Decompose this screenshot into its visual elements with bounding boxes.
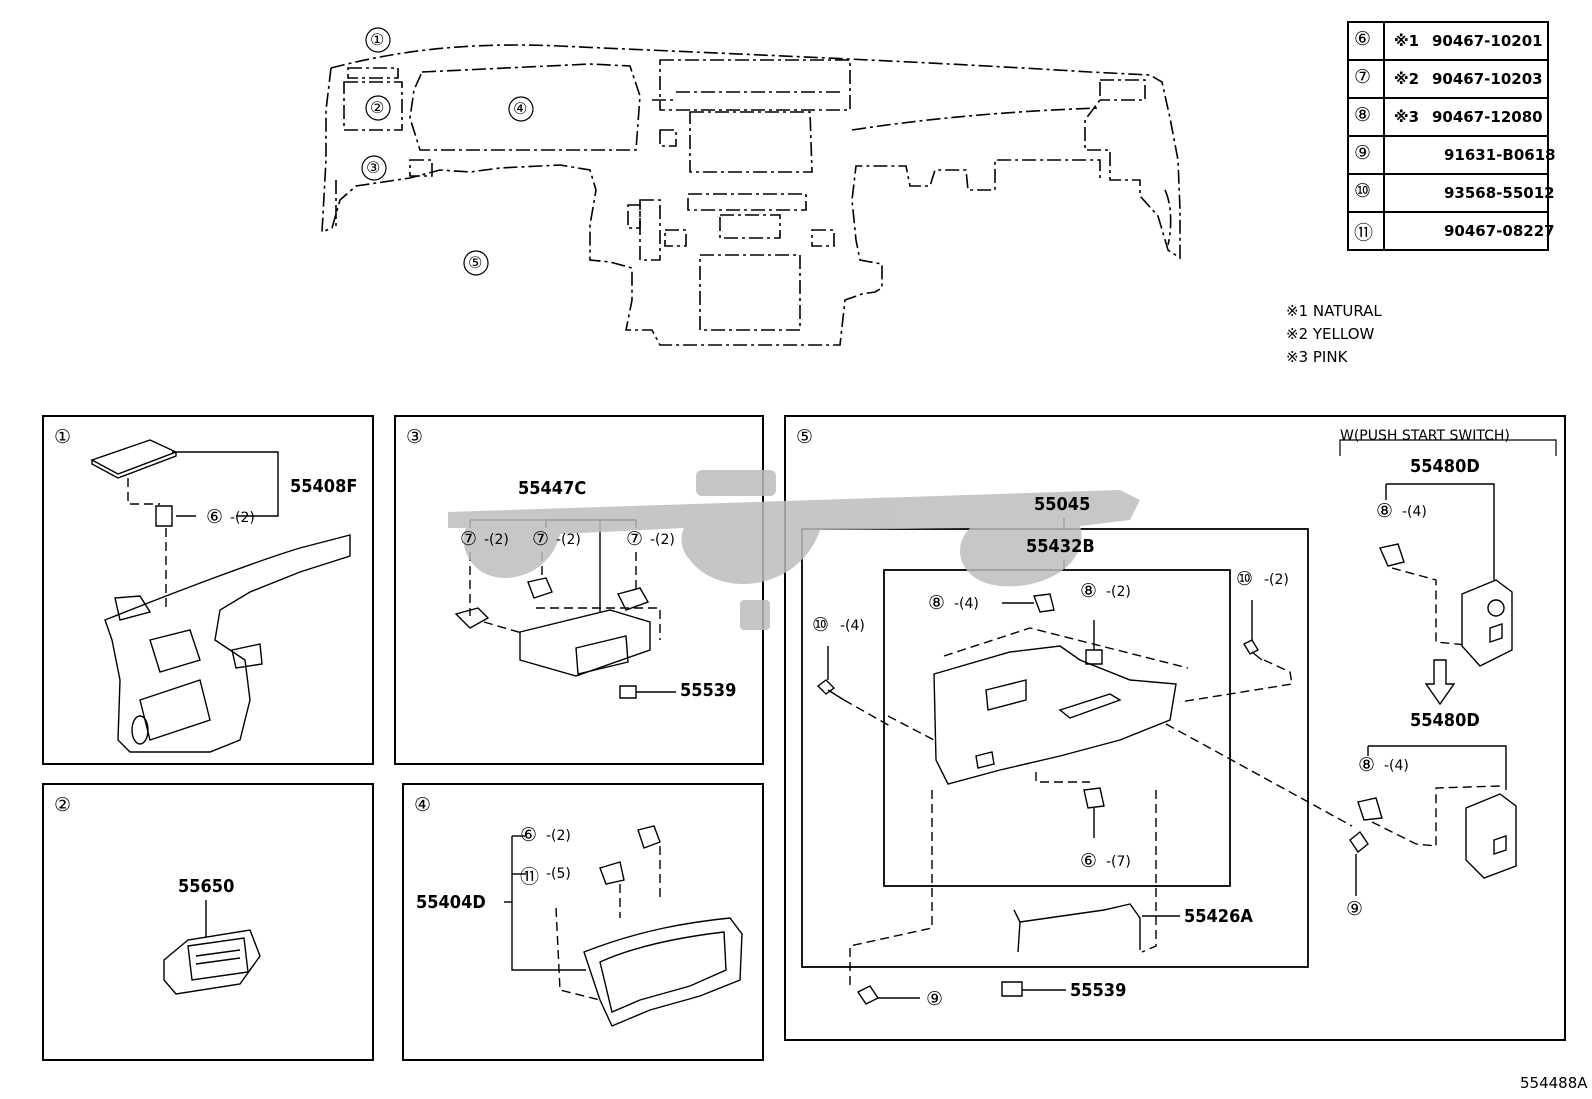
panel-number: ⑤ xyxy=(796,426,814,448)
table-part-number: 90467-08227 xyxy=(1444,222,1555,240)
panel-1-drawing xyxy=(90,439,351,753)
overview-callouts xyxy=(361,27,534,276)
clip-qty: -(4) xyxy=(1402,504,1427,520)
bolt-callout: ⑨ xyxy=(926,988,944,1010)
clip-qty: -(2) xyxy=(650,532,675,548)
part-label-55480D: 55480D xyxy=(1410,456,1480,477)
table-index: ⑪ xyxy=(1354,222,1374,244)
watermark-logo xyxy=(448,470,1140,630)
part-label-55404D: 55404D xyxy=(416,892,486,913)
clip-callout: ⑧ xyxy=(928,592,946,614)
callout-3: ③ xyxy=(366,158,381,177)
table-note: ※1 xyxy=(1394,32,1420,50)
part-label-55045: 55045 xyxy=(1034,494,1091,515)
panel-number: ④ xyxy=(414,794,432,816)
clip-callout: ⑦ xyxy=(532,528,550,550)
note-2: ※2 YELLOW xyxy=(1286,325,1375,343)
screw-qty: -(2) xyxy=(1264,572,1289,588)
panel-2-drawing xyxy=(163,900,261,995)
clip-qty: -(7) xyxy=(1106,854,1131,870)
screw-callout: ⑩ xyxy=(1236,568,1254,590)
table-part-number: 90467-10203 xyxy=(1432,70,1543,88)
clip-qty: -(2) xyxy=(484,532,509,548)
part-label-55539: 55539 xyxy=(1070,980,1127,1001)
table-index: ⑨ xyxy=(1354,142,1372,164)
table-part-number: 90467-10201 xyxy=(1432,32,1543,50)
clip-callout: ⑥ xyxy=(520,824,538,846)
clip-callout: ⑧ xyxy=(1376,500,1394,522)
part-label-55408F: 55408F xyxy=(290,476,358,497)
clip-callout: ⑧ xyxy=(1080,580,1098,602)
callout-1: ① xyxy=(370,30,385,49)
parts-table-grid xyxy=(1347,21,1549,251)
panel-number: ② xyxy=(54,794,72,816)
callout-4: ④ xyxy=(513,99,528,118)
table-note: ※2 xyxy=(1394,70,1420,88)
part-label-55480D: 55480D xyxy=(1410,710,1480,731)
callout-2: ② xyxy=(370,98,385,117)
table-index: ⑦ xyxy=(1354,66,1372,88)
bolt-callout: ⑨ xyxy=(1346,898,1364,920)
clip-qty: -(2) xyxy=(230,510,255,526)
panel-frames xyxy=(42,415,1566,1061)
clip-qty: -(2) xyxy=(1106,584,1131,600)
clip-qty: -(4) xyxy=(954,596,979,612)
note-1: ※1 NATURAL xyxy=(1286,302,1382,320)
table-index: ⑧ xyxy=(1354,104,1372,126)
screw-qty: -(4) xyxy=(840,618,865,634)
part-label-55432B: 55432B xyxy=(1026,536,1095,557)
figure-id: 554488A xyxy=(1520,1074,1588,1092)
clip-qty: -(2) xyxy=(546,828,571,844)
table-index: ⑥ xyxy=(1354,28,1372,50)
clip-callout: ⑧ xyxy=(1358,754,1376,776)
part-label-55426A: 55426A xyxy=(1184,906,1253,927)
table-part-number: 91631-B0618 xyxy=(1444,146,1556,164)
clip-qty: -(4) xyxy=(1384,758,1409,774)
part-label-55447C: 55447C xyxy=(518,478,587,499)
panel-number: ③ xyxy=(406,426,424,448)
panel-4-drawing xyxy=(504,825,743,1027)
clip-qty: -(5) xyxy=(546,866,571,882)
clip-callout: ⑦ xyxy=(460,528,478,550)
table-index: ⑩ xyxy=(1354,180,1372,202)
panel-5-drawing xyxy=(801,439,1557,1005)
clip-qty: -(2) xyxy=(556,532,581,548)
clip-callout: ⑥ xyxy=(1080,850,1098,872)
callout-5: ⑤ xyxy=(468,253,483,272)
table-part-number: 93568-55012 xyxy=(1444,184,1555,202)
clip-callout: ⑦ xyxy=(626,528,644,550)
panel-number: ① xyxy=(54,426,72,448)
part-label-55539: 55539 xyxy=(680,680,737,701)
table-note: ※3 xyxy=(1394,108,1420,126)
note-3: ※3 PINK xyxy=(1286,348,1348,366)
part-label-55650: 55650 xyxy=(178,876,235,897)
table-part-number: 90467-12080 xyxy=(1432,108,1543,126)
clip-callout: ⑪ xyxy=(520,866,540,888)
screw-callout: ⑩ xyxy=(812,614,830,636)
variant-label: W(PUSH START SWITCH) xyxy=(1340,428,1510,444)
dashboard-overview xyxy=(321,44,1181,346)
clip-callout: ⑥ xyxy=(206,506,224,528)
